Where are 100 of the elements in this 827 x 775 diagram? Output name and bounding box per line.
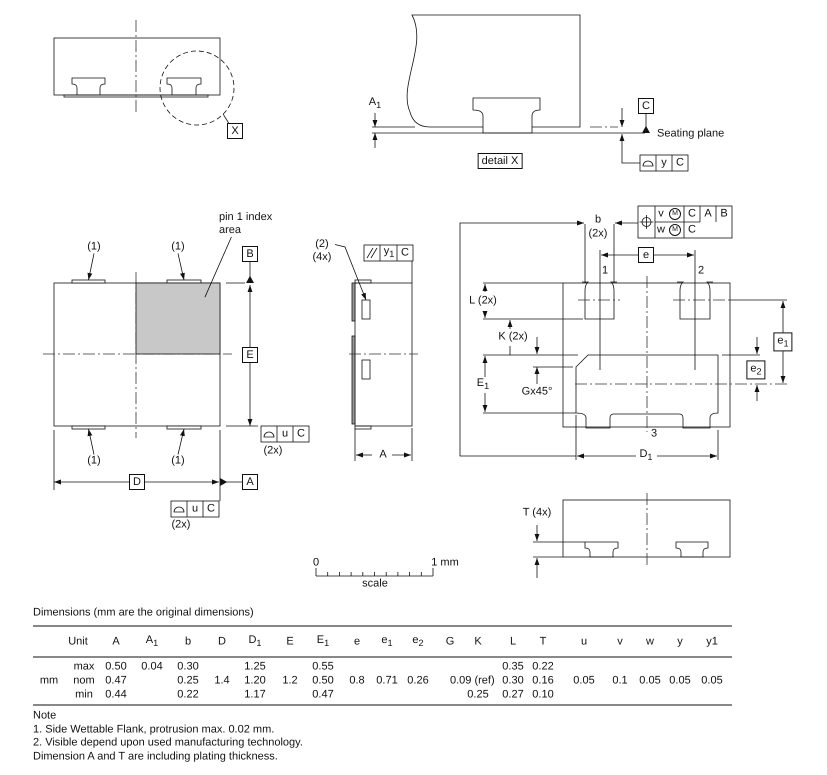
callout-label: (1) [171, 240, 185, 254]
table-cell: 1.20 [244, 674, 266, 688]
pin-number: 2 [698, 264, 704, 278]
table-cell: 0.44 [105, 688, 127, 702]
scale-label: scale [362, 578, 388, 590]
tolerance-value: u [282, 428, 288, 440]
table-header: v [617, 636, 623, 648]
dimension-label: (2x) [588, 228, 608, 240]
leader-line [178, 253, 185, 280]
tolerance-value: y [661, 156, 667, 170]
table-cell: 0.05 [669, 674, 691, 688]
tolerance-value: C [688, 224, 696, 236]
dimension-label: (2x) [172, 518, 190, 532]
table-header: D [218, 636, 226, 648]
tolerance-value: C [688, 208, 696, 220]
table-cell: min [75, 688, 93, 702]
table-header: y1 [706, 636, 718, 648]
table-cell: 0.25 [177, 674, 199, 688]
table-header: b [184, 636, 192, 648]
dimension-label: T (4x) [522, 506, 552, 520]
table-cell: 0.22 [532, 660, 554, 674]
lead-pad [72, 426, 106, 430]
scale-label: 0 [312, 556, 320, 570]
table-cell: 0.25 [467, 688, 489, 702]
dimension-label: L (2x) [469, 294, 497, 308]
table-cell: 0.55 [312, 660, 334, 674]
table-header: T [540, 636, 546, 648]
table-header: w [646, 636, 654, 648]
table-cell: 0.05 [639, 674, 661, 688]
dimension-label: E [242, 347, 258, 363]
table-cell: 0.27 [502, 688, 524, 702]
table-cell: 1.2 [282, 674, 298, 688]
leader-line [204, 236, 232, 298]
leader-line [642, 114, 650, 134]
table-header: u [580, 636, 588, 648]
callout-label: (1) [87, 240, 101, 254]
dimension-label: e$_{2}$ [746, 360, 766, 380]
detail-circle [160, 50, 234, 126]
table-cell: 0.30 [502, 674, 524, 688]
tolerance-value: C [676, 156, 684, 170]
scale-label: 1 mm [431, 556, 459, 570]
dimension-label: (2x) [264, 444, 282, 458]
detail-callout-label: X [227, 123, 243, 139]
table-cell: 1.4 [214, 674, 230, 688]
callout-label: pin 1 index area [219, 211, 281, 237]
table-header: G [446, 636, 454, 648]
pin-number: 3 [650, 428, 658, 440]
table-header: Unit [68, 636, 88, 648]
table-header: E$_{1}$ [316, 634, 330, 650]
tolerance-value: C [297, 428, 305, 440]
note-text: Note [33, 710, 56, 722]
table-cell: 0.50 [312, 674, 334, 688]
table-cell: 0.05 [573, 674, 595, 688]
leader-line [88, 253, 94, 280]
dimension-label: A$_{1}$ [368, 96, 382, 112]
callout-label: (2) (4x) [309, 238, 335, 264]
table-cell: nom [73, 674, 95, 688]
tolerance-value: u [192, 502, 198, 516]
table-cell: 1.17 [244, 688, 266, 702]
table-cell: 0.1 [612, 674, 628, 688]
table-title: Dimensions (mm are the original dimensions) [33, 606, 254, 620]
callout-label: (1) [171, 454, 185, 468]
table-header: e$_{1}$ [381, 634, 393, 650]
lead-pad [166, 426, 202, 430]
table-cell: 0.50 [105, 660, 127, 674]
table-cell: 0.30 [177, 660, 199, 674]
table-cell: 0.26 [407, 674, 429, 688]
table-header: E [286, 636, 294, 648]
dimension-label: A [379, 448, 387, 462]
leader-line [222, 114, 229, 124]
note-text: 2. Visible depend upon used manufacturing technology. [33, 736, 303, 750]
tolerance-value: C [401, 246, 409, 260]
pin-1-index-area [136, 282, 220, 354]
tolerance-value: v [658, 208, 664, 220]
table-cell: 0.71 [376, 674, 398, 688]
table-header: e [354, 636, 360, 648]
dimension-label: Gx45° [522, 386, 552, 398]
leader-line [334, 244, 366, 300]
dimension-label: D [129, 474, 145, 490]
table-cell: 0.8 [349, 674, 365, 688]
table-cell: 0.47 [105, 674, 127, 688]
pin-number: 1 [602, 264, 608, 278]
tolerance-value: B [720, 208, 728, 220]
table-header: A [112, 636, 120, 648]
table-cell: 0.04 [141, 660, 163, 674]
lead-pad [72, 280, 106, 284]
table-cell: 0.05 [701, 674, 723, 688]
datum-label: A [242, 474, 258, 490]
leader-line [88, 428, 94, 455]
note-text: 1. Side Wettable Flank, protrusion max. 0.02 mm. [33, 724, 274, 736]
note-text: Dimension A and T are including plating thickness. [33, 750, 278, 764]
dimension-label: K (2x) [498, 330, 528, 344]
datum-label: B [242, 246, 258, 262]
table-cell: 0.35 [502, 660, 524, 674]
table-header: L [510, 636, 516, 648]
dimension-label: e [638, 247, 654, 263]
dimension-label: e$_{1}$ [773, 332, 793, 352]
tolerance-value: A [704, 208, 712, 220]
tolerance-value: C [207, 502, 215, 516]
table-header: e$_{2}$ [412, 634, 424, 650]
